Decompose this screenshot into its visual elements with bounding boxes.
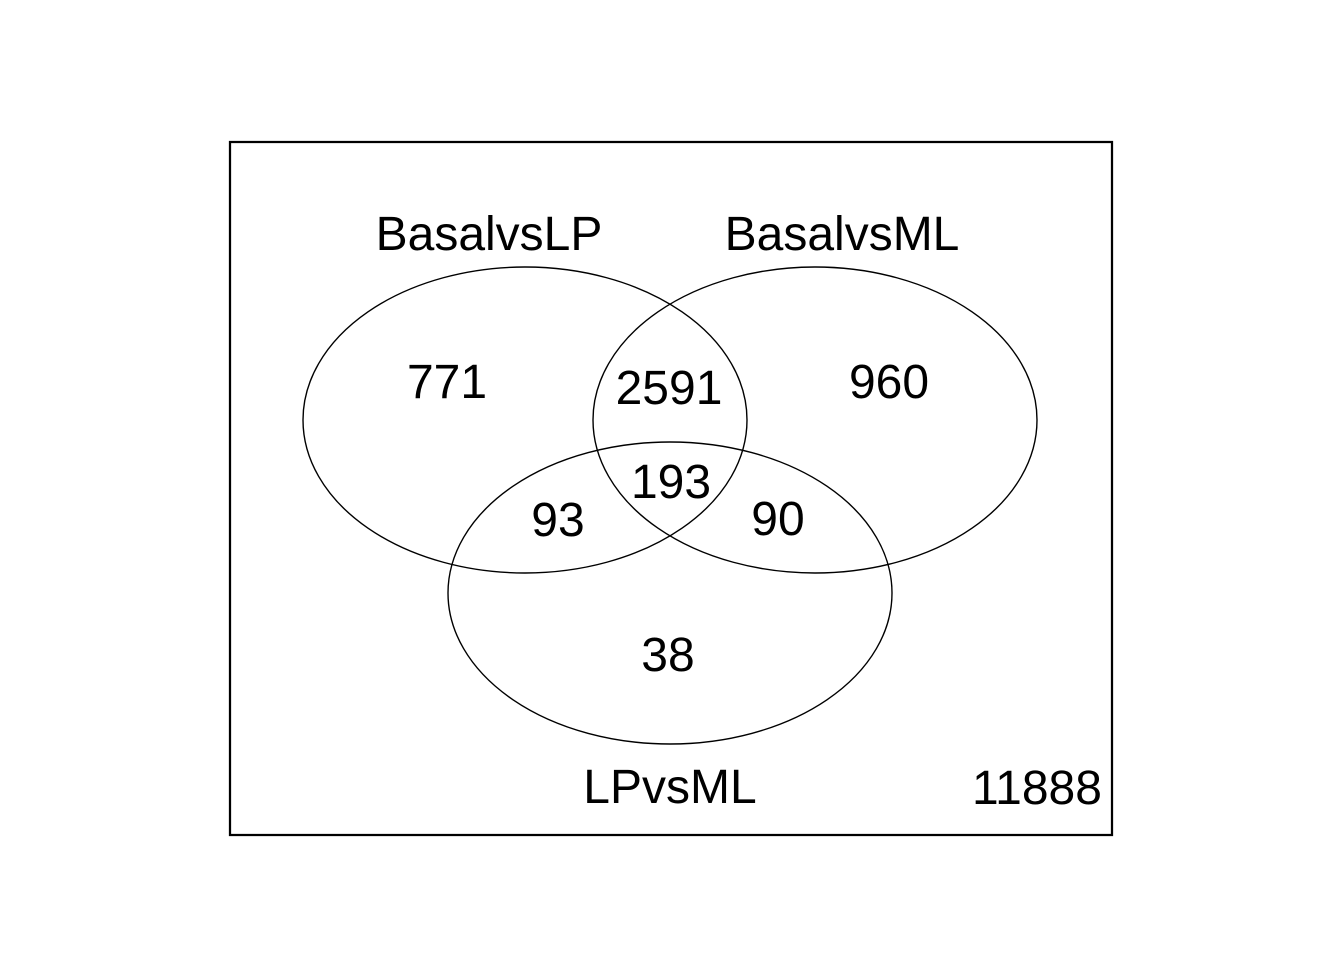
set1-label: BasalvsLP bbox=[376, 208, 603, 261]
count-set2-set3: 90 bbox=[751, 493, 804, 546]
count-set1-set3: 93 bbox=[531, 494, 584, 547]
count-set3-only: 38 bbox=[641, 629, 694, 682]
count-set2-only: 960 bbox=[849, 356, 929, 409]
count-set1-set2-set3: 193 bbox=[631, 456, 711, 509]
ellipse-set3-lpvsml bbox=[447, 441, 893, 745]
count-set1-set2: 2591 bbox=[616, 362, 723, 415]
set2-label: BasalvsML bbox=[725, 208, 960, 261]
set3-label: LPvsML bbox=[583, 761, 756, 814]
plot-border-box bbox=[228, 140, 1114, 837]
ellipse-set2-basalvsml bbox=[592, 266, 1038, 574]
count-outside: 11888 bbox=[972, 762, 1102, 815]
count-set1-only: 771 bbox=[407, 356, 487, 409]
ellipse-set1-basalvslp bbox=[302, 266, 748, 574]
